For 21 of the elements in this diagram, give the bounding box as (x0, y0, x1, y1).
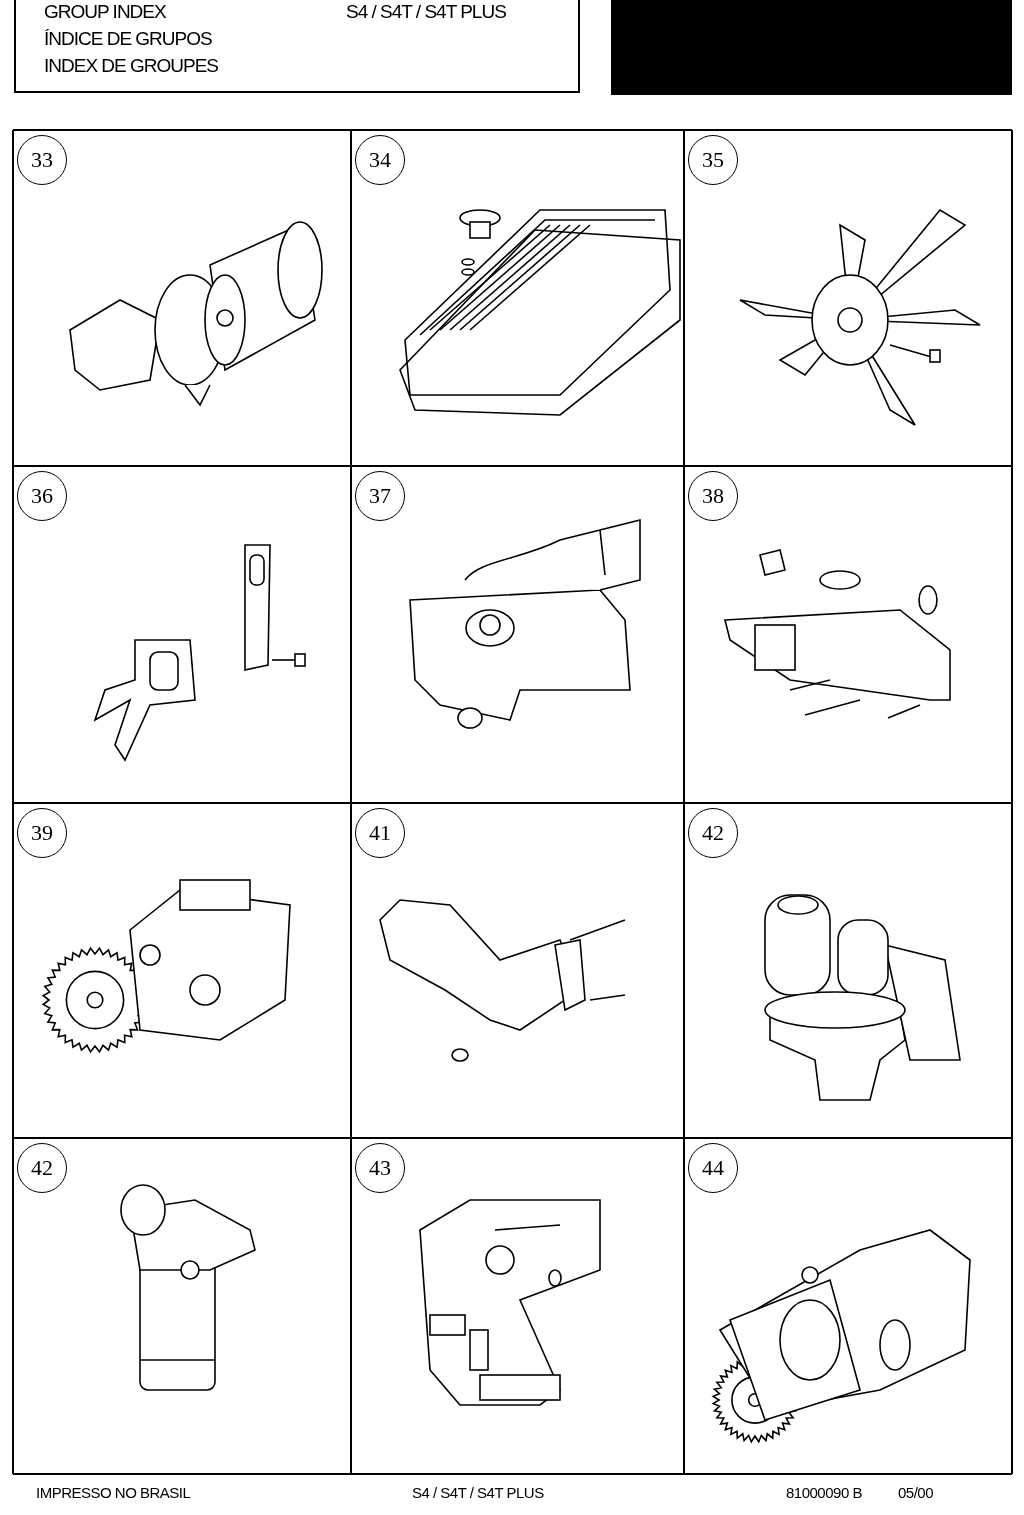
model-text: S4 / S4T / S4T PLUS (412, 1484, 544, 1501)
part-number: 81000090 B (786, 1484, 862, 1501)
group-number: 34 (355, 135, 405, 185)
group-number: 42 (688, 808, 738, 858)
group-number: 36 (17, 471, 67, 521)
group-number: 33 (17, 135, 67, 185)
title-text: GROUP INDEX (44, 2, 166, 21)
group-number: 41 (355, 808, 405, 858)
title-text: INDEX DE GROUPES (44, 56, 219, 75)
title-text: ÍNDICE DE GRUPOS (44, 29, 212, 48)
group-number: 43 (355, 1143, 405, 1193)
group-number: 42 (17, 1143, 67, 1193)
group-number: 38 (688, 471, 738, 521)
group-number: 44 (688, 1143, 738, 1193)
title-box (14, 0, 580, 93)
model-text: S4 / S4T / S4T PLUS (346, 2, 506, 21)
date-text: 05/00 (898, 1484, 934, 1501)
footer-text: IMPRESSO NO BRASIL (36, 1484, 191, 1501)
group-number: 39 (17, 808, 67, 858)
group-number: 37 (355, 471, 405, 521)
group-number: 35 (688, 135, 738, 185)
